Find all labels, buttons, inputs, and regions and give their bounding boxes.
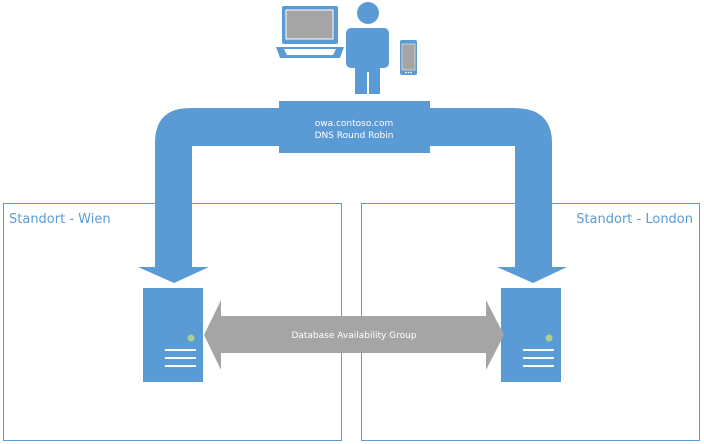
- right-bent-arrow-body: [430, 108, 552, 268]
- dns-method: DNS Round Robin: [315, 131, 394, 141]
- right-arrow-head: [497, 267, 567, 283]
- person-icon: [346, 2, 389, 94]
- dag-arrow: Database Availability Group: [204, 300, 504, 370]
- dns-round-robin-box: owa.contoso.com DNS Round Robin: [279, 101, 430, 153]
- smartphone-icon: [400, 40, 417, 75]
- left-arrow-head: [138, 267, 209, 283]
- server-icon: [143, 288, 203, 382]
- dns-to-london-arrow: [430, 108, 567, 283]
- dns-to-wien-arrow: [138, 108, 280, 283]
- server-icon: [501, 288, 561, 382]
- site-wien-label: Standort - Wien: [9, 212, 111, 227]
- dns-box: [279, 101, 430, 153]
- dag-label: Database Availability Group: [291, 331, 416, 341]
- dag-double-arrow: [204, 300, 504, 370]
- server-london: [501, 288, 561, 382]
- laptop-icon: [276, 6, 344, 58]
- dns-hostname: owa.contoso.com: [315, 119, 394, 129]
- server-wien: [143, 288, 203, 382]
- client-devices: [276, 2, 417, 94]
- site-london-label: Standort - London: [576, 212, 693, 227]
- left-bent-arrow-body: [155, 108, 280, 268]
